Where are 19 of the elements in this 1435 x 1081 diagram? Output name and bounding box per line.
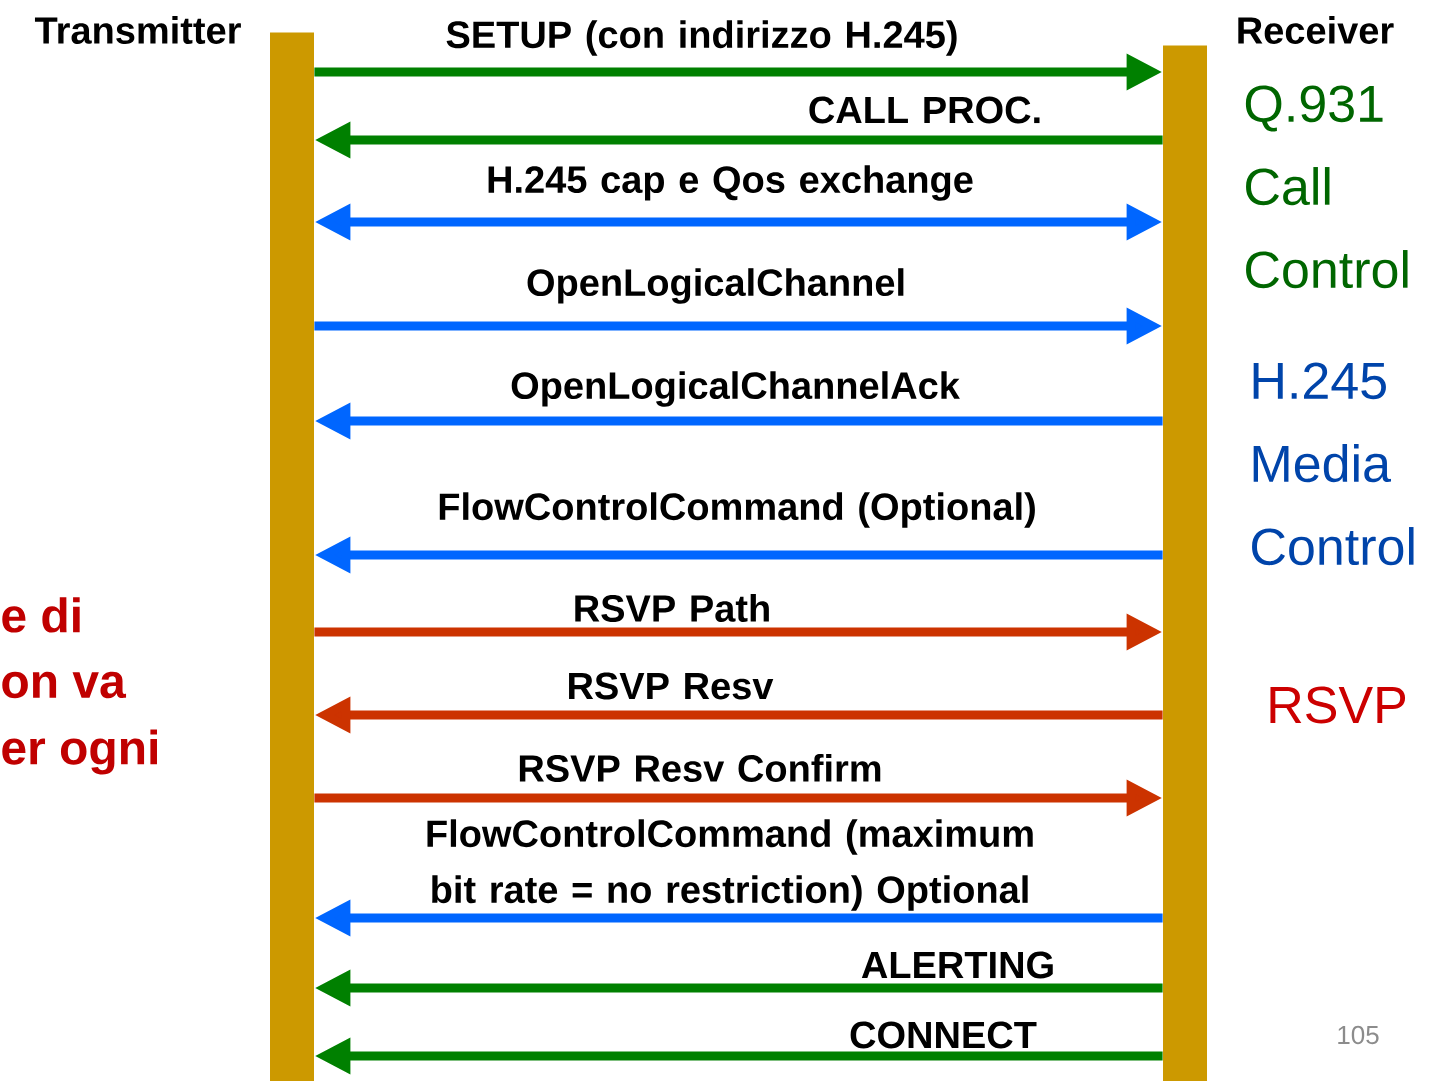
protocol-label: RSVP xyxy=(1270,686,1406,724)
message-label: RSVP Resv xyxy=(569,672,774,700)
message-label: FlowControlCommand (maximum bit rate = no restriction) Optional xyxy=(427,819,1033,911)
message-label: RSVP Resv Confirm xyxy=(519,754,881,782)
message-label: ALERTING xyxy=(861,951,1053,979)
message-label: OpenLogicalChannelAck xyxy=(511,371,960,407)
message-label: CONNECT xyxy=(850,1021,1037,1049)
message-label: H.245 cap e Qos exchange xyxy=(488,165,973,201)
note-text: er ogni xyxy=(2,729,157,775)
message-label: SETUP (con indirizzo H.245) xyxy=(446,20,957,56)
message-label: RSVP Path xyxy=(575,594,769,622)
message-label: CALL PROC. xyxy=(809,96,1040,124)
participant-heading: Receiver xyxy=(1238,16,1394,44)
note-text: on va xyxy=(2,671,127,699)
message-label: OpenLogicalChannel xyxy=(527,268,904,304)
participant-heading: Transmitter xyxy=(34,16,241,44)
message-label: FlowControlCommand (Optional) xyxy=(439,492,1035,528)
page-number: 105 xyxy=(1338,1025,1379,1045)
note-text: e di xyxy=(2,597,80,633)
